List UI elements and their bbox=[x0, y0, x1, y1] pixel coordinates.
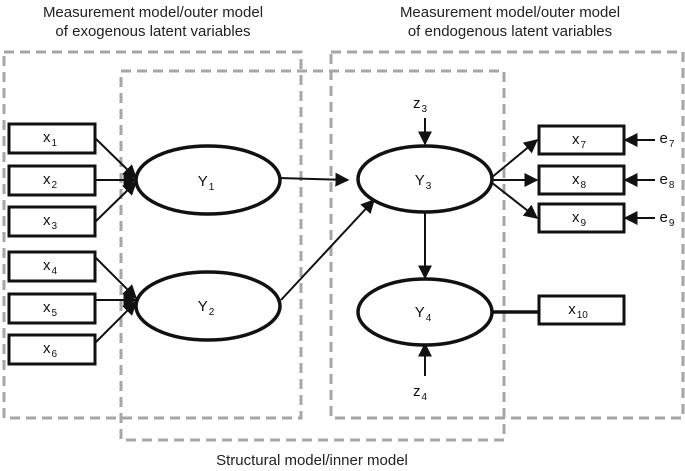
indicator-box-x10 bbox=[537, 294, 626, 326]
caption-exogenous-line1: Measurement model/outer model bbox=[43, 4, 263, 21]
indicator-box-x2 bbox=[7, 164, 97, 197]
arrows-y2-indicators bbox=[94, 256, 138, 344]
indicator-label-x2: x2 bbox=[43, 171, 58, 191]
latent-label-y3: Y3 bbox=[415, 172, 432, 192]
indicator-box-x4 bbox=[7, 250, 97, 283]
error-label-e8: e8 bbox=[660, 171, 675, 191]
caption-endogenous-line1: Measurement model/outer model bbox=[400, 4, 620, 21]
error-label-e7: e7 bbox=[660, 130, 675, 150]
indicator-label-x4: x4 bbox=[43, 257, 58, 277]
latent-ellipse-y3 bbox=[356, 144, 494, 214]
arrows-y1-indicators bbox=[94, 137, 138, 223]
indicator-boxes bbox=[7, 122, 626, 366]
latent-label-y2: Y2 bbox=[198, 298, 215, 318]
indicator-label-x8: x8 bbox=[572, 171, 587, 191]
latent-label-y4: Y4 bbox=[415, 304, 432, 324]
indicator-box-x8 bbox=[537, 164, 626, 196]
caption-structural: Structural model/inner model bbox=[216, 452, 408, 469]
indicator-box-x9 bbox=[537, 202, 626, 234]
exogenous-measurement-frame bbox=[2, 50, 303, 420]
indicator-box-x1 bbox=[7, 122, 97, 155]
indicator-box-x5 bbox=[7, 292, 97, 325]
latent-ellipse-y1 bbox=[134, 144, 282, 216]
indicator-label-x10: x10 bbox=[568, 301, 588, 321]
caption-exogenous-line2: of exogenous latent variables bbox=[55, 23, 250, 40]
indicator-label-x9: x9 bbox=[572, 209, 587, 229]
error-arrows bbox=[623, 133, 655, 225]
indicator-label-x7: x7 bbox=[572, 131, 587, 151]
structural-model-frame bbox=[119, 69, 506, 442]
error-label-z4: z4 bbox=[413, 383, 428, 403]
indicator-box-x3 bbox=[7, 205, 97, 238]
indicator-label-x5: x5 bbox=[43, 299, 58, 319]
latent-ellipses bbox=[134, 144, 494, 347]
indicator-label-x6: x6 bbox=[43, 340, 58, 360]
indicator-label-x1: x1 bbox=[43, 129, 58, 149]
endogenous-measurement-frame bbox=[329, 50, 685, 420]
caption-endogenous-line2: of endogenous latent variables bbox=[408, 23, 612, 40]
latent-ellipse-y4 bbox=[356, 277, 494, 347]
error-label-e9: e9 bbox=[660, 209, 675, 229]
indicator-box-x6 bbox=[7, 333, 97, 366]
arrows-y3-indicators bbox=[490, 139, 539, 219]
structural-paths bbox=[278, 172, 432, 301]
error-label-z3: z3 bbox=[413, 95, 428, 115]
indicator-box-x7 bbox=[537, 124, 626, 156]
latent-ellipse-y2 bbox=[134, 270, 282, 342]
indicator-label-x3: x3 bbox=[43, 212, 58, 232]
latent-label-y1: Y1 bbox=[198, 173, 215, 193]
